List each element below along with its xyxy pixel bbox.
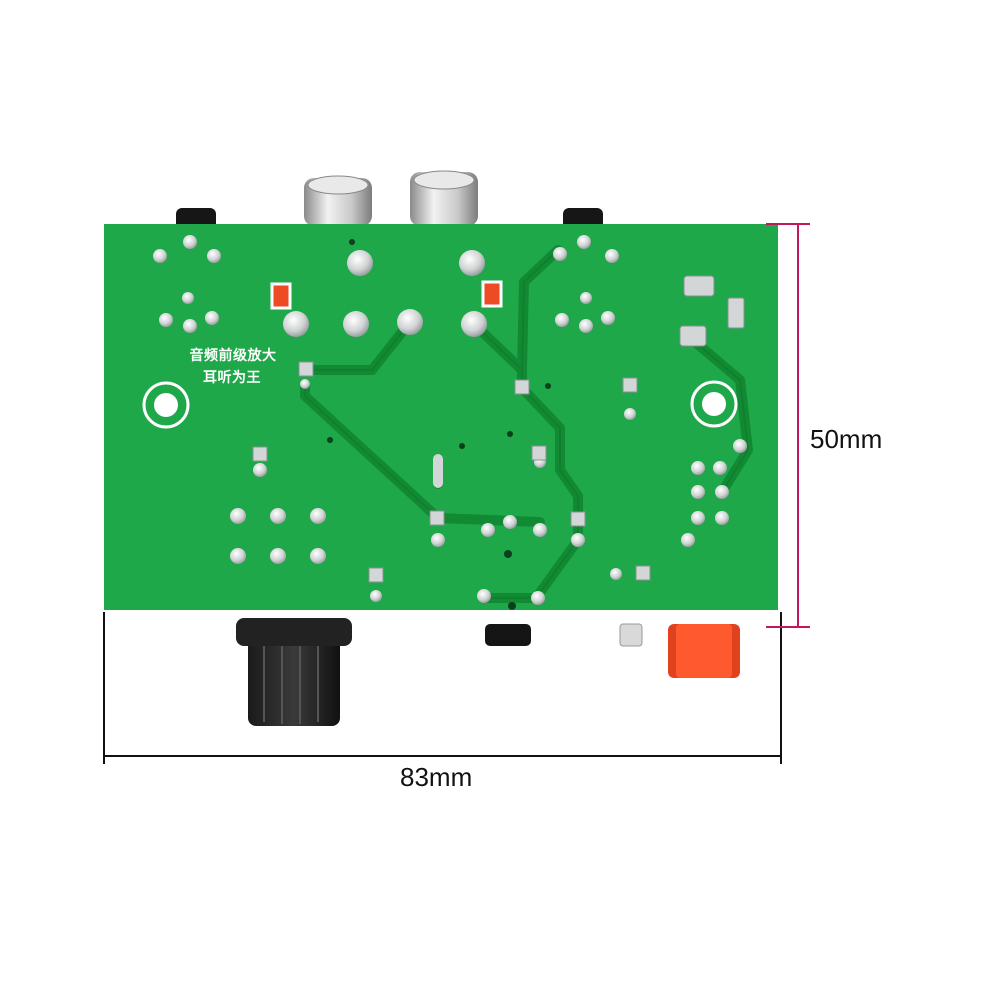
smd-led-left (270, 282, 292, 310)
rca-jack-right (410, 170, 478, 226)
mounting-hole-left (142, 381, 190, 429)
smd-led-right (481, 280, 503, 308)
vias (327, 239, 551, 610)
rca-jack-left (304, 175, 372, 226)
slot-pad (433, 454, 443, 488)
height-dimension-line (766, 223, 810, 628)
silkscreen-line-1: 音频前级放大 (189, 348, 277, 364)
mounting-hole-right (690, 380, 738, 428)
audio-jack-bottom (485, 624, 531, 646)
width-label: 83mm (400, 762, 473, 792)
volume-knob (236, 618, 352, 726)
solder-pads-large (283, 250, 487, 337)
pcb-board (104, 224, 778, 610)
height-label: 50mm (810, 424, 883, 454)
silkscreen-line-2: 耳听为王 (203, 370, 261, 386)
red-rca-jack (668, 624, 740, 678)
switch-bottom (619, 623, 643, 647)
width-dimension-line (103, 612, 782, 764)
square-pads (252, 275, 745, 583)
solder-pads-small (153, 235, 747, 605)
